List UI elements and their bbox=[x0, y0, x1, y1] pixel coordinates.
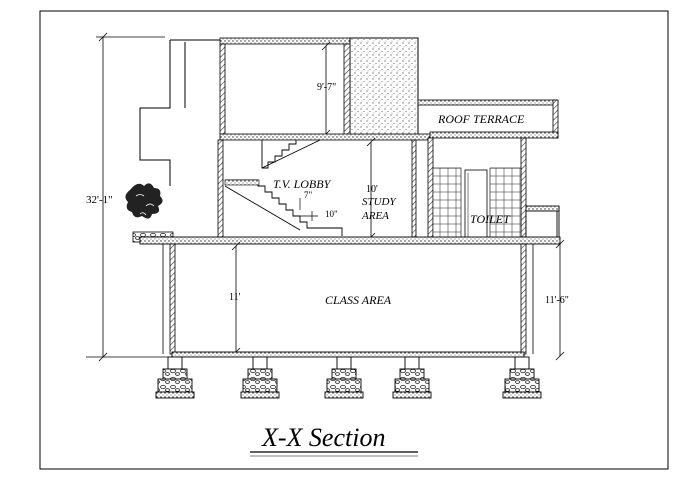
upper-outline bbox=[139, 39, 220, 186]
study-label-line1: STUDY bbox=[362, 196, 398, 208]
top-roof-slab bbox=[219, 37, 351, 45]
right-ground-dimension bbox=[555, 239, 565, 361]
study-label-line2: AREA bbox=[361, 210, 389, 222]
toilet-label: TOILET bbox=[470, 212, 511, 226]
total-height-label: 32'-1" bbox=[86, 194, 113, 206]
plinth-floor bbox=[171, 351, 525, 358]
footing-1 bbox=[155, 356, 195, 399]
first-floor-slab bbox=[219, 133, 431, 141]
ground-roof-slab bbox=[139, 236, 561, 245]
footing-4 bbox=[392, 356, 432, 399]
ground-left-wall bbox=[169, 243, 176, 355]
footings bbox=[155, 356, 542, 399]
drawing-title: X-X Section bbox=[261, 423, 385, 452]
mid-wall-study-left bbox=[411, 139, 417, 238]
upper-left-wall bbox=[219, 43, 226, 135]
mid-wall-study-right bbox=[427, 137, 434, 238]
upper-floor-height-label: 9'-7" bbox=[317, 82, 336, 93]
right-projection bbox=[525, 205, 560, 240]
tread-label: 10" bbox=[325, 209, 338, 219]
toilet-door bbox=[464, 169, 488, 239]
mid-right-wall bbox=[520, 137, 527, 238]
study-height-label: 10' bbox=[366, 184, 378, 195]
stair-landing-slab bbox=[224, 179, 260, 186]
footing-2 bbox=[240, 356, 280, 399]
mid-left-wall bbox=[217, 139, 224, 238]
footing-5 bbox=[502, 356, 542, 399]
right-ground-height-label: 11'-6" bbox=[545, 295, 569, 306]
toilet-tiles-left bbox=[432, 167, 462, 239]
stair-tower bbox=[349, 37, 419, 137]
roof-terrace-slab bbox=[429, 131, 559, 139]
toilet-tiles-right bbox=[489, 167, 522, 239]
planter-plant bbox=[125, 183, 163, 219]
ground-right-wall bbox=[520, 243, 527, 355]
staircase bbox=[224, 139, 343, 236]
footing-3 bbox=[324, 356, 364, 399]
riser-label: 7" bbox=[304, 190, 313, 200]
upper-right-wall bbox=[343, 43, 351, 137]
total-height-dimension bbox=[86, 32, 170, 362]
ground-floor-height-label: 11' bbox=[229, 292, 241, 303]
class-area-label: CLASS AREA bbox=[325, 293, 392, 307]
roof-terrace-label: ROOF TERRACE bbox=[437, 112, 525, 126]
tv-lobby-label: T.V. LOBBY bbox=[273, 177, 332, 191]
sheet-border bbox=[39, 10, 669, 470]
stair-annotation bbox=[296, 198, 318, 221]
roof-terrace-parapet bbox=[417, 99, 559, 106]
